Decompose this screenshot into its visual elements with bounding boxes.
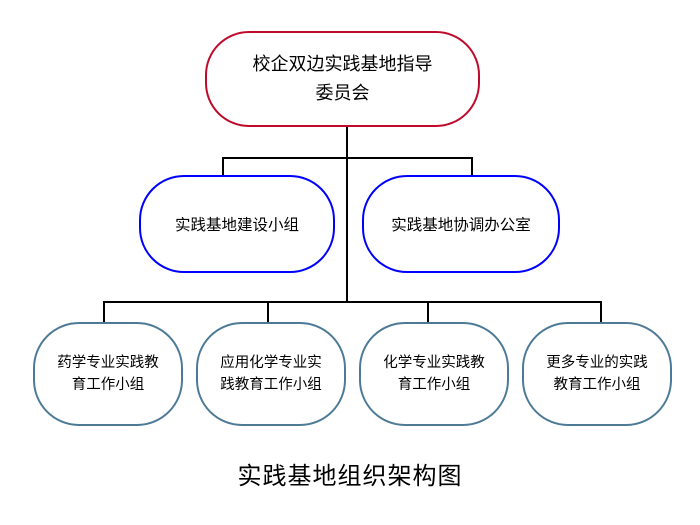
connector-level2-drop-left xyxy=(222,157,224,176)
node-steering-committee-line1: 校企双边实践基地指导 xyxy=(252,53,433,74)
connector-level3-horizontal xyxy=(103,301,602,303)
node-pharmacy-workgroup-line2: 育工作小组 xyxy=(71,377,145,393)
node-pharmacy-workgroup-line1: 药学专业实践教 xyxy=(57,354,159,371)
node-more-majors-workgroup-line1: 更多专业的实践 xyxy=(546,354,648,371)
connector-level2-horizontal xyxy=(222,157,472,159)
connector-level3-drop-1 xyxy=(103,301,105,324)
connector-level3-drop-4 xyxy=(600,301,602,325)
node-steering-committee: 校企双边实践基地指导 委员会 xyxy=(205,31,480,127)
connector-level3-drop-2 xyxy=(267,301,269,323)
connector-level3-drop-3 xyxy=(427,301,429,323)
diagram-caption: 实践基地组织架构图 xyxy=(237,464,463,490)
node-base-coordination-office: 实践基地协调办公室 xyxy=(362,175,560,273)
node-pharmacy-workgroup: 药学专业实践教 育工作小组 xyxy=(33,322,183,426)
connector-center-stem xyxy=(346,127,348,302)
connector-level2-drop-right xyxy=(471,157,473,176)
node-chemistry-workgroup-line1: 化学专业实践教 xyxy=(383,354,485,371)
node-base-construction-group: 实践基地建设小组 xyxy=(139,175,335,273)
node-more-majors-workgroup: 更多专业的实践 教育工作小组 xyxy=(522,322,672,426)
node-base-coordination-office-label: 实践基地协调办公室 xyxy=(391,217,531,234)
node-steering-committee-line2: 委员会 xyxy=(315,83,370,103)
node-applied-chemistry-workgroup: 应用化学专业实 践教育工作小组 xyxy=(196,322,346,426)
node-base-construction-group-label: 实践基地建设小组 xyxy=(174,217,299,234)
node-more-majors-workgroup-line2: 教育工作小组 xyxy=(553,377,641,393)
node-applied-chemistry-workgroup-line1: 应用化学专业实 xyxy=(220,354,322,371)
node-chemistry-workgroup-line2: 育工作小组 xyxy=(397,377,471,393)
node-applied-chemistry-workgroup-line2: 践教育工作小组 xyxy=(220,377,322,393)
node-chemistry-workgroup: 化学专业实践教 育工作小组 xyxy=(359,322,509,426)
